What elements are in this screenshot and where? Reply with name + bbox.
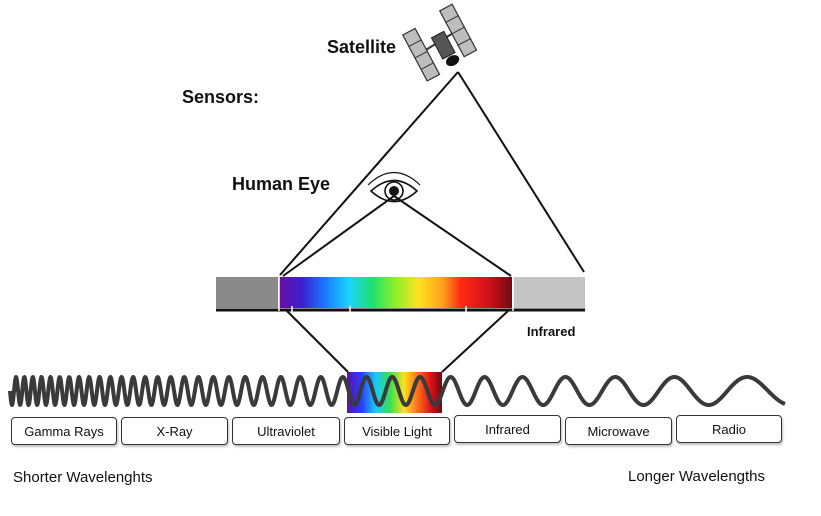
band-infrared: Infrared <box>454 415 561 443</box>
band-radio: Radio <box>676 415 782 443</box>
satellite-icon <box>401 3 478 82</box>
spectrum-left-gray <box>216 277 278 308</box>
sensors-label: Sensors: <box>182 87 260 107</box>
satellite-label: Satellite <box>327 37 397 57</box>
band-visible-light: Visible Light <box>344 417 450 445</box>
eye-cone-left <box>282 195 395 277</box>
satellite-cone-left <box>279 71 459 276</box>
band-ultraviolet: Ultraviolet <box>232 417 340 445</box>
human-eye-label: Human Eye <box>232 174 331 194</box>
longer-wavelengths-label: Longer Wavelengths <box>628 468 766 485</box>
band-microwave: Microwave <box>565 417 672 445</box>
eye-icon <box>367 172 421 203</box>
band-gamma-rays: Gamma Rays <box>11 417 117 445</box>
zoom-line-right <box>441 310 509 373</box>
eye-cone-right <box>393 195 512 277</box>
visible-spectrum-bar <box>279 277 512 308</box>
infrared-upper-label: Infrared <box>527 324 576 339</box>
satellite-cone-right <box>457 71 585 273</box>
em-wave <box>8 375 787 407</box>
zoom-line-left <box>286 310 349 373</box>
infrared-gray-bar <box>513 277 585 308</box>
band-x-ray: X-Ray <box>121 417 228 445</box>
shorter-wavelengths-label: Shorter Wavelenghts <box>13 469 153 486</box>
